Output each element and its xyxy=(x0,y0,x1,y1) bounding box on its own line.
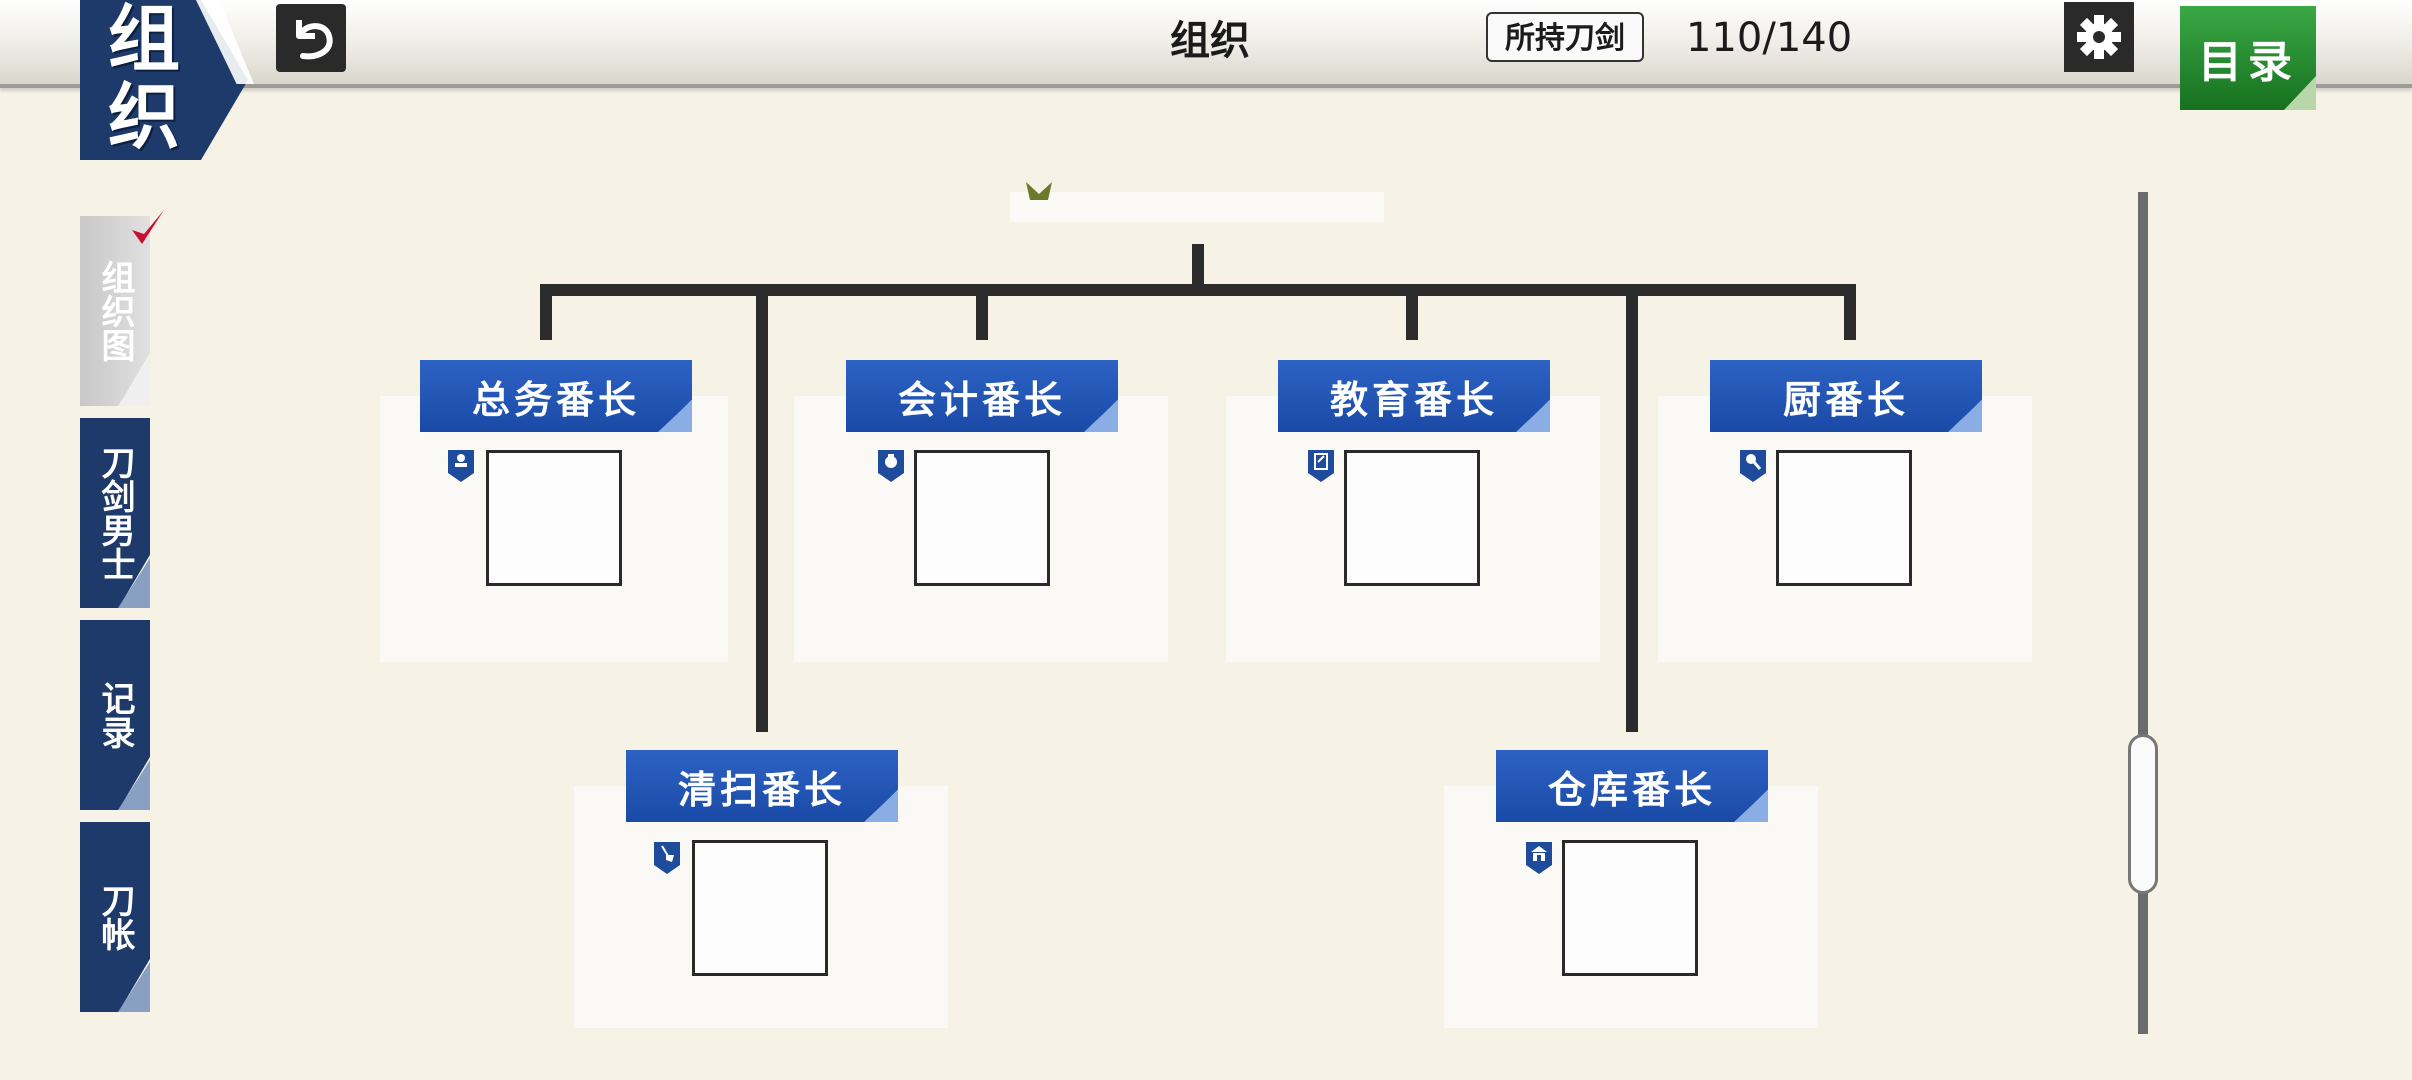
role-slot-accounting[interactable] xyxy=(914,450,1050,586)
settings-button[interactable] xyxy=(2064,2,2134,72)
page-title: 组织 xyxy=(1170,17,1250,64)
undo-arrow-icon xyxy=(296,20,333,60)
gear-icon xyxy=(2077,15,2121,59)
org-chart-root-node xyxy=(1010,192,1384,222)
star-icon xyxy=(1026,182,1052,200)
role-label-storehouse: 仓库番长 xyxy=(1496,750,1768,822)
role-label-kitchen: 厨番长 xyxy=(1710,360,1982,432)
connector-line xyxy=(1844,284,1856,340)
connector-line xyxy=(540,284,552,340)
connector-line xyxy=(756,284,768,732)
role-label-general-affairs: 总务番长 xyxy=(420,360,692,432)
role-slot-general-affairs[interactable] xyxy=(486,450,622,586)
role-slot-cleaning[interactable] xyxy=(692,840,828,976)
page-badge-label: 组织 xyxy=(107,0,180,159)
role-slot-kitchen[interactable] xyxy=(1776,450,1912,586)
role-label-cleaning: 清扫番长 xyxy=(626,750,898,822)
connector-line xyxy=(976,284,988,340)
held-swords-label: 所持刀剑 xyxy=(1486,12,1644,62)
scrollbar-track[interactable] xyxy=(2138,192,2148,1034)
connector-line xyxy=(1192,244,1204,290)
tab-org-chart[interactable]: 组织图 xyxy=(80,216,150,406)
role-label-accounting: 会计番长 xyxy=(846,360,1118,432)
role-slot-storehouse[interactable] xyxy=(1562,840,1698,976)
back-button[interactable] xyxy=(276,4,346,72)
held-swords-count: 110/140 xyxy=(1686,15,1853,61)
top-bar xyxy=(0,0,2412,88)
connector-line xyxy=(540,284,1856,296)
role-slot-education[interactable] xyxy=(1344,450,1480,586)
role-label-education: 教育番长 xyxy=(1278,360,1550,432)
connector-line xyxy=(1406,284,1418,340)
connector-line xyxy=(1626,284,1638,732)
checkmark-icon xyxy=(132,210,164,244)
menu-button[interactable]: 目录 xyxy=(2180,6,2316,110)
scrollbar-thumb[interactable] xyxy=(2128,734,2158,894)
